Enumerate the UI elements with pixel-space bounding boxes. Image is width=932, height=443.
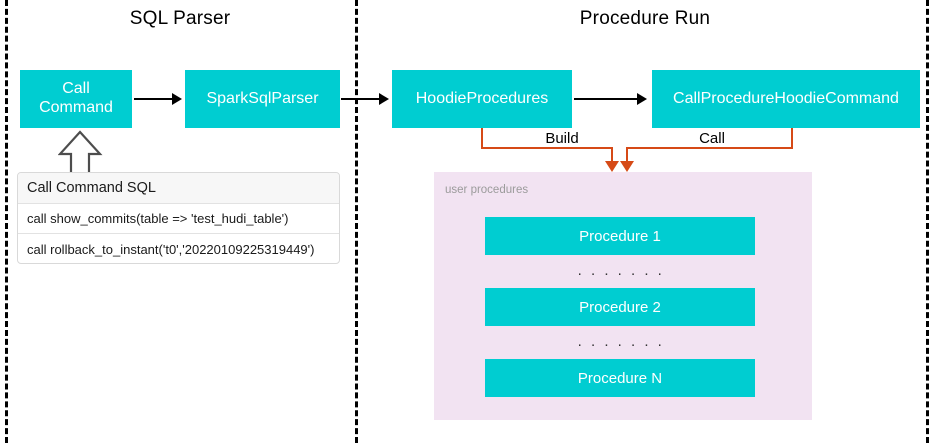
node-hoodie-procedures[interactable]: HoodieProcedures bbox=[392, 70, 572, 128]
node-spark-sql-parser[interactable]: SparkSqlParser bbox=[185, 70, 340, 128]
procedure-ellipsis-1: . . . . . . . bbox=[577, 262, 665, 279]
call-command-sql-table: Call Command SQL call show_commits(table… bbox=[17, 172, 340, 264]
arrow-hoodie-to-command-line bbox=[574, 98, 638, 100]
arrow-call-command-to-parser-line bbox=[134, 98, 173, 100]
orange-build-horizontal bbox=[481, 147, 612, 149]
user-procedures-label: user procedures bbox=[445, 184, 529, 196]
procedure-ellipsis-2: . . . . . . . bbox=[577, 333, 665, 350]
orange-build-arrowhead bbox=[605, 161, 619, 172]
arrow-call-command-to-parser-head bbox=[172, 93, 182, 105]
node-call-procedure-hoodie-command[interactable]: CallProcedureHoodieCommand bbox=[652, 70, 920, 128]
procedure-box-2[interactable]: Procedure 2 bbox=[485, 288, 755, 326]
divider-left bbox=[5, 0, 8, 443]
sql-table-row: call show_commits(table => 'test_hudi_ta… bbox=[18, 204, 339, 234]
orange-call-arrowhead bbox=[620, 161, 634, 172]
divider-right bbox=[926, 0, 929, 443]
orange-call-drop bbox=[626, 147, 628, 163]
node-call-command[interactable]: Call Command bbox=[20, 70, 132, 128]
orange-call-vertical-stem bbox=[791, 128, 793, 148]
edge-label-call: Call bbox=[694, 130, 730, 147]
procedure-box-1[interactable]: Procedure 1 bbox=[485, 217, 755, 255]
orange-build-vertical-stem bbox=[481, 128, 483, 148]
orange-call-horizontal bbox=[626, 147, 793, 149]
orange-build-drop bbox=[611, 147, 613, 163]
arrow-parser-to-hoodie-head bbox=[379, 93, 389, 105]
procedure-box-n[interactable]: Procedure N bbox=[485, 359, 755, 397]
divider-middle bbox=[355, 0, 358, 443]
sql-table-row: call rollback_to_instant('t0','202201092… bbox=[27, 241, 315, 257]
arrow-parser-to-hoodie-line bbox=[341, 98, 380, 100]
edge-label-build: Build bbox=[540, 130, 584, 147]
arrow-hoodie-to-command-head bbox=[637, 93, 647, 105]
section-title-sql-parser: SQL Parser bbox=[129, 8, 231, 29]
section-title-procedure-run: Procedure Run bbox=[579, 8, 711, 29]
sql-table-header: Call Command SQL bbox=[18, 173, 339, 204]
